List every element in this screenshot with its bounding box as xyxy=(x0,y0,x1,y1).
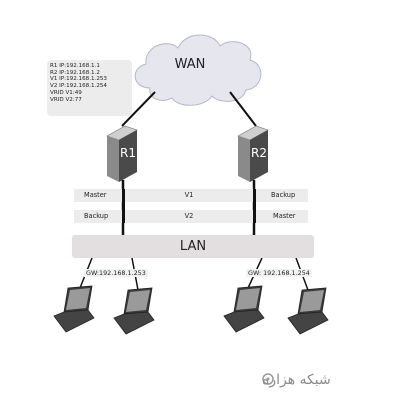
laptop-3-icon xyxy=(223,285,265,333)
vrrp-vip-v1: V1 xyxy=(184,191,194,199)
laptop-1-icon xyxy=(53,285,95,333)
vrrp-vip-v2: V2 xyxy=(184,212,194,220)
router-r1-label: R1 xyxy=(120,146,136,160)
lan-bar xyxy=(72,235,314,258)
wan-label: WAN xyxy=(174,57,206,72)
vrrp-r2-role-v1: Backup xyxy=(271,191,296,199)
info-line: R2 IP:192.168.1.2 xyxy=(50,69,100,76)
gateway-label-left: GW:192.168.1.253 xyxy=(84,269,148,277)
vrrp-row-v2 xyxy=(74,210,308,223)
vrrp-r1-role-v1: Master xyxy=(84,191,107,199)
router-r1-icon xyxy=(106,125,138,182)
laptop-4-icon xyxy=(287,287,329,335)
wan-link-r1 xyxy=(121,91,156,127)
info-line: V2 IP:192.168.1.254 xyxy=(50,83,107,90)
vrrp-r1-role-v2: Backup xyxy=(84,212,109,220)
info-line: V1 IP:192.168.1.253 xyxy=(50,76,107,83)
info-line: VRID V2:77 xyxy=(50,96,82,103)
r2-lan-link-segment xyxy=(253,189,256,223)
info-line: R1 IP:192.168.1.1 xyxy=(50,63,100,69)
lan-label: LAN xyxy=(179,239,207,254)
router-r2-icon xyxy=(237,125,269,182)
vrrp-r2-role-v2: Master xyxy=(273,212,296,220)
ip-info-box: R1 IP:192.168.1.1 R2 IP:192.168.1.2 V1 I… xyxy=(47,60,132,116)
watermark-text: شبکه هزاره xyxy=(262,372,331,388)
wan-link-r2 xyxy=(229,91,257,127)
r1-lan-link-segment xyxy=(122,189,125,223)
laptop-2-icon xyxy=(113,287,155,335)
wan-cloud-icon xyxy=(134,34,262,106)
info-line: VRID V1:49 xyxy=(50,89,82,96)
logo-icon xyxy=(262,373,274,385)
gateway-label-right: GW: 192.168.1.254 xyxy=(246,269,312,277)
router-r2-label: R2 xyxy=(251,146,267,160)
vrrp-row-v1 xyxy=(74,189,308,202)
